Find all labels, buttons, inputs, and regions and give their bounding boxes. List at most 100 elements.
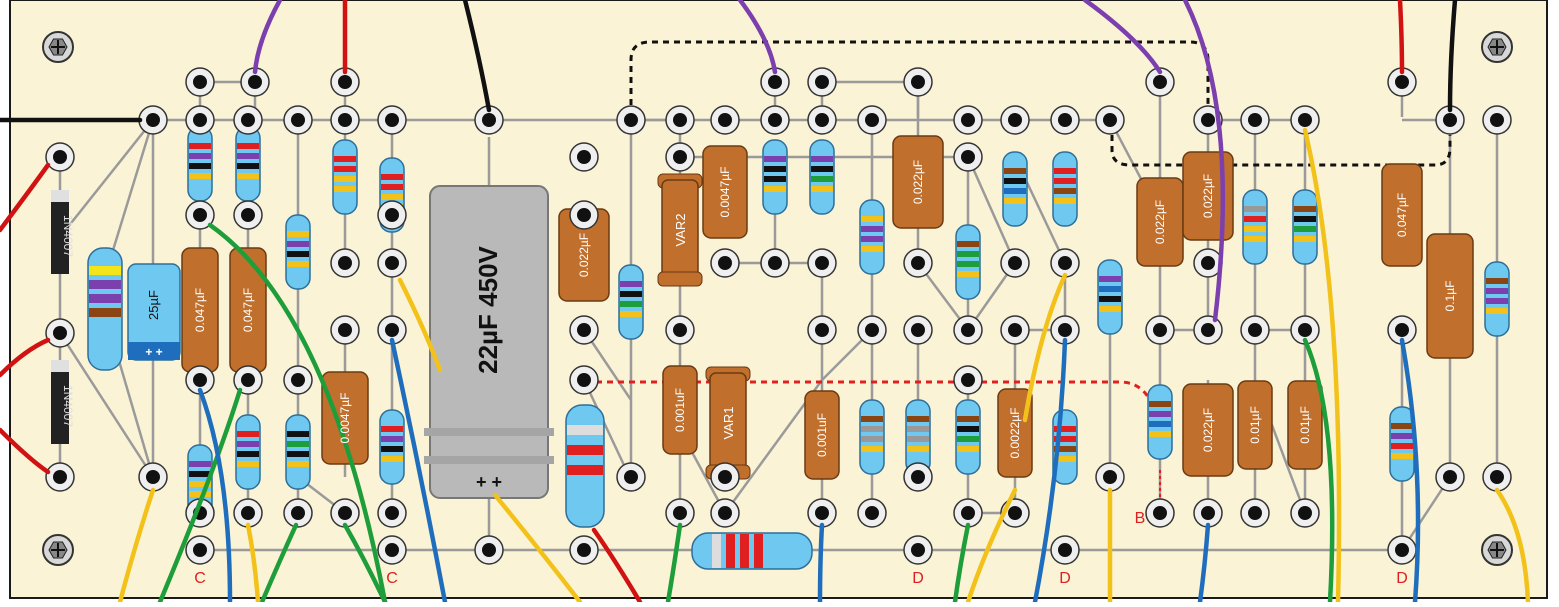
turret-lug-hole	[577, 543, 591, 557]
resistor-band	[764, 186, 786, 192]
resistor-band	[861, 416, 883, 422]
turret-lug-hole	[577, 208, 591, 222]
resistor-band	[764, 156, 786, 162]
film-capacitor	[1237, 380, 1273, 470]
resistor-band	[334, 156, 356, 162]
ground-label: B	[1135, 510, 1146, 527]
film-cap-label: 0.01µF	[1298, 406, 1312, 444]
turret-lug-hole	[815, 75, 829, 89]
resistor-band	[334, 186, 356, 192]
film-cap-label: 0.022µF	[577, 233, 591, 277]
resistor-band	[237, 451, 259, 457]
turret-lug-hole	[338, 506, 352, 520]
hookup-wire	[1447, 0, 1458, 113]
resistor-band	[189, 153, 211, 159]
turret-lug-hole	[146, 470, 160, 484]
turret-lug-hole	[718, 470, 732, 484]
big-cap-label: 22µF 450V	[473, 245, 503, 373]
resistor-band	[89, 266, 121, 275]
turret-lug-hole	[577, 373, 591, 387]
resistor-band	[381, 456, 403, 462]
resistor-band	[237, 431, 259, 437]
hookup-wire	[0, 427, 51, 475]
resistor-band	[740, 534, 749, 568]
film-cap-label: 0.1µF	[1443, 281, 1457, 312]
resistor-band	[189, 491, 211, 497]
resistor-band	[189, 173, 211, 179]
resistor-band	[287, 451, 309, 457]
turret-lug-hole	[482, 543, 496, 557]
turret-lug-hole	[865, 323, 879, 337]
turret-lug-hole	[385, 256, 399, 270]
turret-lug-hole	[338, 323, 352, 337]
hookup-wire	[0, 162, 51, 233]
hookup-wire	[207, 222, 388, 605]
hookup-wire	[1182, 0, 1226, 323]
resistor-band	[189, 471, 211, 477]
diode-band	[51, 190, 69, 202]
turret-lug-hole	[718, 506, 732, 520]
turret-lug-hole	[1008, 506, 1022, 520]
resistor-band	[334, 176, 356, 182]
turret-lug-hole	[385, 113, 399, 127]
big-cap-polarity: + +	[476, 472, 502, 492]
resistor-band	[957, 271, 979, 277]
resistor-band	[381, 426, 403, 432]
resistor-band	[1486, 288, 1508, 294]
turret-lug-hole	[1058, 256, 1072, 270]
turret-lug-hole	[624, 470, 638, 484]
turret-lug-hole	[1298, 323, 1312, 337]
turret-lug-hole	[1058, 113, 1072, 127]
resistor-band	[1054, 456, 1076, 462]
resistor-band	[381, 174, 403, 180]
resistor-band	[712, 534, 721, 568]
resistor-band	[620, 291, 642, 297]
hookup-wire	[259, 522, 299, 605]
turret-lug-hole	[961, 323, 975, 337]
film-cap-label: 0.022µF	[911, 160, 925, 204]
turret-lug-hole	[1008, 256, 1022, 270]
turret-lug-hole	[768, 75, 782, 89]
turret-lug-hole	[241, 373, 255, 387]
turret-lug-hole	[1008, 113, 1022, 127]
resistor-band	[1054, 168, 1076, 174]
resistor-band	[1099, 306, 1121, 312]
turret-lug-hole	[961, 113, 975, 127]
turret-lug-hole	[1153, 323, 1167, 337]
resistor-band	[764, 166, 786, 172]
resistor-band	[1391, 453, 1413, 459]
resistor-band	[1004, 168, 1026, 174]
turret-lug-hole	[1298, 506, 1312, 520]
ground-label: D	[912, 570, 924, 587]
resistor-band	[861, 446, 883, 452]
board-trace	[59, 119, 154, 238]
resistor-band	[237, 163, 259, 169]
resistor-band	[189, 163, 211, 169]
turret-lug-hole	[577, 150, 591, 164]
resistor-band	[237, 153, 259, 159]
turret-lug-hole	[193, 208, 207, 222]
hookup-wire	[397, 277, 443, 373]
film-capacitor	[321, 371, 369, 465]
resistor-band	[287, 251, 309, 257]
turret-lug-hole	[1490, 113, 1504, 127]
turret-lug-hole	[673, 150, 687, 164]
resistor-band	[567, 425, 603, 435]
resistor-band	[567, 465, 603, 475]
resistor-band	[287, 441, 309, 447]
turret-lug-hole	[193, 543, 207, 557]
pot-label: VAR1	[721, 407, 736, 440]
resistor-band	[754, 534, 763, 568]
hookup-wire	[197, 387, 233, 605]
turret-lug-hole	[911, 543, 925, 557]
film-cap-label: 0.0047µF	[338, 393, 352, 444]
turret-lug-hole	[624, 113, 638, 127]
film-cap-label: 0.022µF	[1201, 408, 1215, 452]
turret-lug-hole	[961, 373, 975, 387]
hookup-wire	[737, 0, 778, 75]
resistor-band	[620, 311, 642, 317]
turret-lug-hole	[1201, 506, 1215, 520]
film-cap-label: 0.022µF	[1153, 200, 1167, 244]
resistor-band	[1054, 446, 1076, 452]
